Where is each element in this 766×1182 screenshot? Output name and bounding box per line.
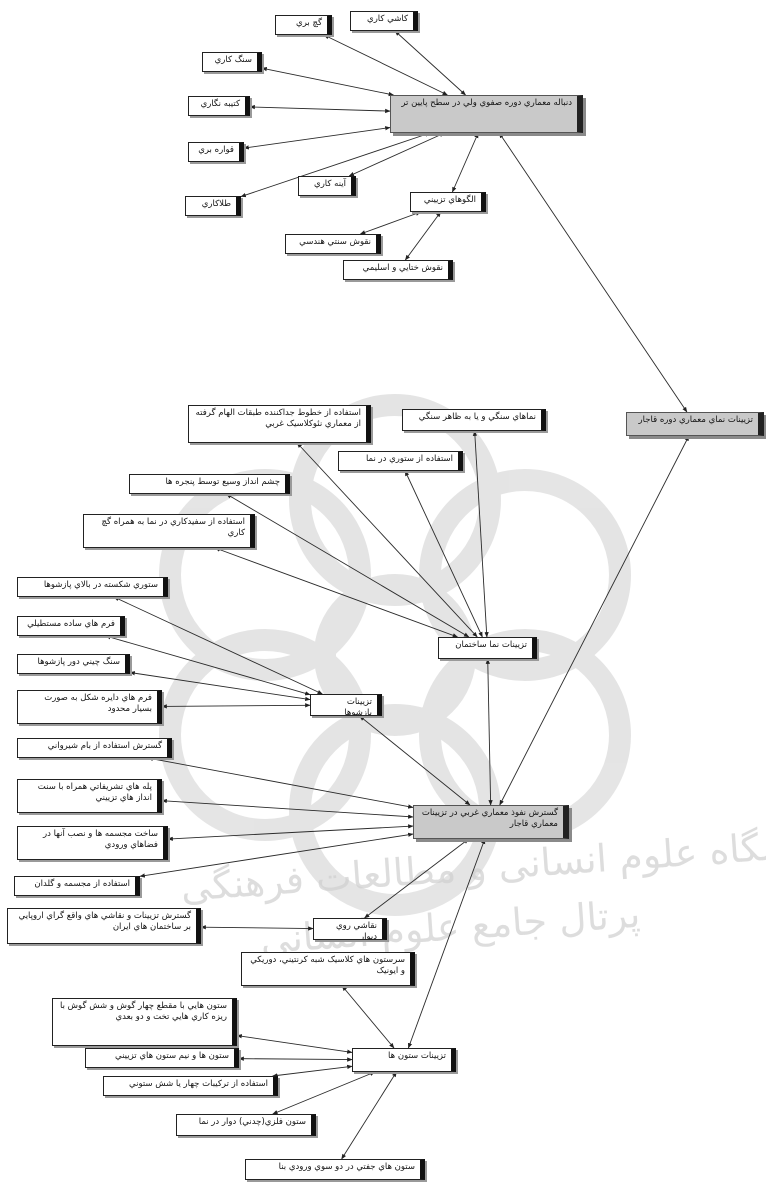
edge-sotun-nimSotun — [238, 1056, 353, 1062]
node-nimSotun[interactable]: ستون ها و نيم ستون هاي تزييني — [85, 1048, 239, 1068]
node-mojassame[interactable]: ساخت مجسمه ها و نصب آنها در فضاهاي ورودي — [17, 826, 168, 860]
edge-gostaresh-goldan — [139, 832, 414, 878]
node-sotoriNama[interactable]: استفاده از ستوري در نما — [338, 451, 463, 471]
node-olgoo[interactable]: الگوهاي تزييني — [410, 192, 486, 212]
node-sotoriShekaste[interactable]: ستوري شکسته در بالاي پازشوها — [17, 577, 168, 597]
edge-sotun-jofti — [341, 1071, 397, 1160]
node-sang[interactable]: سنگ کاري — [202, 52, 262, 72]
node-sangChini[interactable]: سنگ چيني دور پازشوها — [17, 654, 130, 674]
edge-gostaresh-baam — [147, 756, 414, 809]
node-safavid[interactable]: دنباله معماري دوره صفوي ولي در سطح پايين… — [390, 95, 583, 133]
edge-safavid-kashi — [394, 30, 466, 96]
node-aine[interactable]: آينه کاري — [298, 176, 356, 196]
node-felezi[interactable]: ستون فلزي(چدني) دوار در نما — [176, 1114, 316, 1136]
node-tarkib[interactable]: استفاده از ترکيبات چهار يا شش ستوني — [103, 1076, 278, 1096]
node-nama[interactable]: تزيينات نما ساختمان — [438, 637, 537, 659]
edge-nama-sotoriNama — [404, 470, 483, 638]
node-khotut[interactable]: استفاده از خطوط جداکننده طبقات الهام گرف… — [188, 405, 371, 443]
edge-olgoo-handasi — [359, 211, 422, 235]
node-gostaresh[interactable]: گسترش نفوذ معماري غربي در تزيينات معماري… — [413, 805, 569, 839]
edge-safavid-qavare — [243, 126, 391, 150]
edge-sotun-felezi — [272, 1071, 376, 1115]
edge-nama-khotut — [296, 442, 478, 638]
node-namaSang[interactable]: نماهاي سنگي و يا به ظاهر سنگي — [402, 409, 546, 431]
edge-root-safavid — [498, 132, 688, 413]
node-kashi[interactable]: کاشي کاري — [350, 11, 418, 31]
edge-gostaresh-naqqashi — [364, 838, 470, 919]
edge-nama-namaSang — [472, 430, 489, 638]
edge-root-gostaresh — [499, 435, 690, 806]
edge-safavid-katibe — [249, 104, 391, 114]
edge-gostaresh-pele — [161, 798, 414, 819]
node-cheshm[interactable]: چشم انداز وسيع توسط پنجره ها — [129, 474, 290, 494]
edge-sotun-tarkib — [272, 1064, 353, 1078]
edge-gostaresh-nama — [485, 658, 493, 806]
node-form[interactable]: فرم هاي ساده مستطيلي — [17, 616, 125, 636]
edge-safavid-gach — [323, 34, 448, 96]
edge-olgoo-eslimi — [404, 211, 442, 261]
node-eslimi[interactable]: نقوش ختايي و اسليمي — [343, 260, 453, 280]
edge-nama-sefid — [214, 547, 459, 638]
edge-pazeshoo-sotoriShekaste — [113, 596, 323, 695]
node-sotun[interactable]: تزيينات ستون ها — [352, 1048, 456, 1072]
node-handasi[interactable]: نقوش سنتي هندسي — [285, 234, 381, 254]
edge-gostaresh-sotun — [407, 838, 486, 1049]
node-naqqashi[interactable]: نقاشي روي ديوار — [313, 918, 387, 940]
node-dayere[interactable]: فرم هاي دايره شکل به صورت بسيار محدود — [17, 690, 162, 724]
edge-safavid-tala — [240, 132, 431, 198]
edge-safavid-olgoo — [451, 132, 479, 193]
node-maqta[interactable]: ستون هايي با مقطع چهار گوش و شش گوش با ر… — [52, 998, 237, 1046]
edge-sotun-sarsotun — [341, 985, 395, 1049]
node-jofti[interactable]: ستون هاي جفتي در دو سوي ورودي بنا — [245, 1159, 425, 1180]
edge-gostaresh-mojassame — [167, 824, 414, 841]
node-gostareshNaqsh[interactable]: گسترش تزيينات و نقاشي هاي واقع گراي اروپ… — [7, 908, 201, 944]
node-sarsotun[interactable]: سرستون هاي کلاسيک شبه کرنتيني، دوريکي و … — [241, 952, 415, 986]
node-sefid[interactable]: استفاده از سفيدکاري در نما به همراه گچ ک… — [83, 514, 255, 548]
node-root[interactable]: تزيينات نماي معماري دوره قاجار — [626, 412, 764, 436]
edge-safavid-sang — [261, 66, 395, 97]
edge-pazeshoo-sangChini — [129, 671, 311, 701]
edge-pazeshoo-form — [105, 635, 311, 696]
node-katibe[interactable]: کتيبه نگاري — [188, 96, 250, 116]
edge-safavid-aine — [348, 132, 445, 177]
node-gach[interactable]: گچ بري — [275, 15, 332, 35]
edge-gostaresh-pazeshoo — [359, 715, 471, 806]
node-qavare[interactable]: قواره بري — [188, 142, 244, 162]
edge-sotun-maqta — [236, 1034, 353, 1054]
node-pazeshoo[interactable]: تزيينات پازشوها — [310, 694, 382, 716]
node-tala[interactable]: طلاکاري — [185, 196, 241, 216]
node-goldan[interactable]: استفاده از مجسمه و گلدان — [14, 876, 140, 896]
edge-naqqashi-gostareshNaqsh — [200, 925, 314, 931]
node-baam[interactable]: گسترش استفاده از بام شيرواني — [17, 738, 172, 758]
node-pele[interactable]: پله هاي تشريفاتي همراه با سنت انداز هاي … — [17, 779, 162, 813]
edge-pazeshoo-dayere — [161, 703, 311, 709]
